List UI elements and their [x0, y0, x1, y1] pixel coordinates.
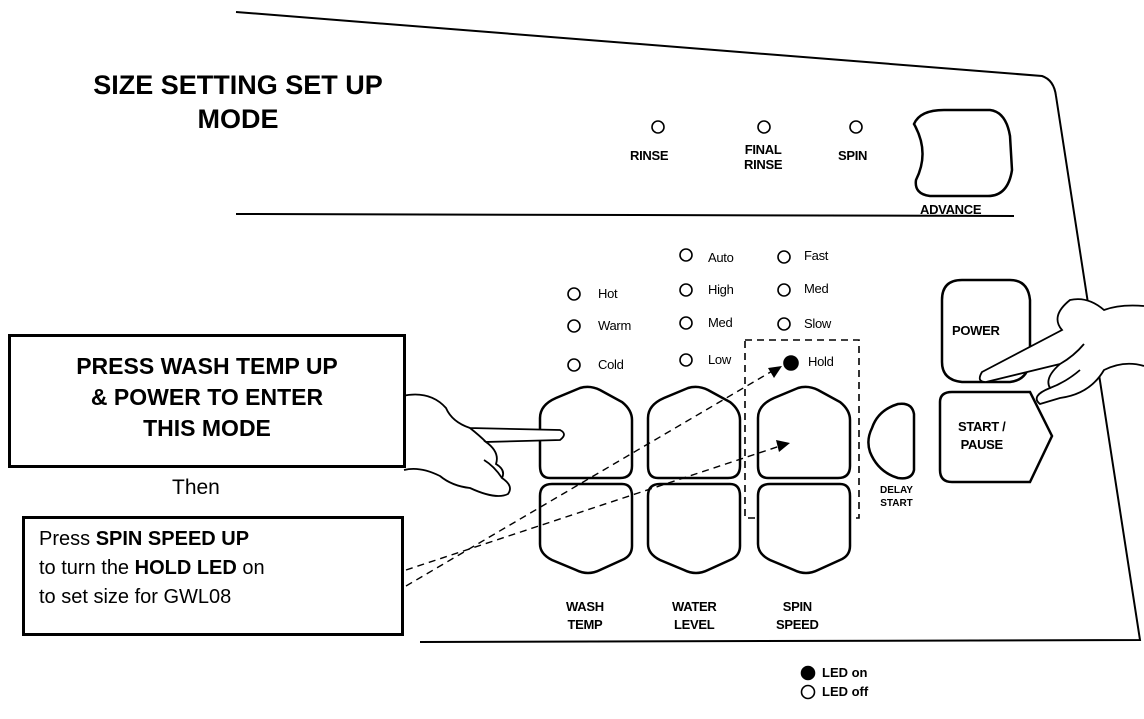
instruction-set-size: Press SPIN SPEED UP to turn the HOLD LED…	[22, 516, 404, 636]
label-spin: SPIN	[838, 148, 868, 163]
hand-right-icon	[978, 298, 1144, 405]
advance-button	[912, 108, 1014, 198]
start-pause-label: START / PAUSE	[958, 419, 1006, 452]
led-water-med	[679, 316, 693, 330]
led-spin-med	[777, 283, 791, 297]
led-rinse	[651, 120, 665, 134]
led-hot	[567, 287, 581, 301]
led-low	[679, 353, 693, 367]
led-warm	[567, 319, 581, 333]
label-fast: Fast	[804, 248, 829, 263]
led-final-rinse	[757, 120, 771, 134]
label-cold: Cold	[598, 357, 624, 372]
spin-speed-down-button	[756, 482, 852, 575]
water-level-up-button	[646, 385, 742, 480]
delay-start-label: DELAY START	[880, 485, 913, 509]
legend-led-on	[800, 665, 816, 681]
label-low: Low	[708, 352, 731, 367]
water-level-label: WATER LEVEL	[672, 599, 717, 632]
power-label: POWER	[952, 323, 1000, 338]
water-level-down-button	[646, 482, 742, 575]
led-auto	[679, 248, 693, 262]
label-high: High	[708, 282, 734, 297]
label-auto: Auto	[708, 250, 734, 265]
wash-temp-down-button	[538, 482, 634, 575]
page-title: SIZE SETTING SET UP MODE	[93, 70, 383, 134]
hand-left-icon	[401, 393, 565, 497]
label-final-rinse: FINAL RINSE	[744, 142, 783, 172]
panel-outline	[235, 11, 1142, 643]
arrow-head-hold-led	[768, 366, 782, 378]
led-cold	[567, 358, 581, 372]
legend-led-off	[800, 684, 816, 700]
label-slow: Slow	[804, 316, 831, 331]
led-high	[679, 283, 693, 297]
spin-speed-label: SPIN SPEED	[776, 599, 819, 632]
legend-off-label: LED off	[822, 684, 869, 699]
wash-temp-label: WASH TEMP	[566, 599, 604, 632]
panel-divider	[235, 213, 1015, 217]
label-advance: ADVANCE	[920, 202, 982, 217]
label-rinse: RINSE	[630, 148, 669, 163]
label-warm: Warm	[598, 318, 631, 333]
then-label: Then	[172, 476, 220, 499]
label-spin-med: Med	[804, 281, 829, 296]
instruction-enter-mode: PRESS WASH TEMP UP & POWER TO ENTER THIS…	[8, 334, 406, 468]
legend-on-label: LED on	[822, 665, 868, 680]
led-slow	[777, 317, 791, 331]
label-hold: Hold	[808, 354, 834, 369]
spin-speed-up-button	[756, 385, 852, 480]
wash-temp-up-button	[538, 385, 634, 480]
label-water-med: Med	[708, 315, 733, 330]
led-hold	[783, 355, 799, 371]
label-hot: Hot	[598, 286, 618, 301]
arrow-head-spin-up	[776, 440, 790, 452]
led-spin	[849, 120, 863, 134]
led-fast	[777, 250, 791, 264]
start-pause-button	[938, 390, 1054, 484]
delay-start-button	[867, 402, 916, 480]
